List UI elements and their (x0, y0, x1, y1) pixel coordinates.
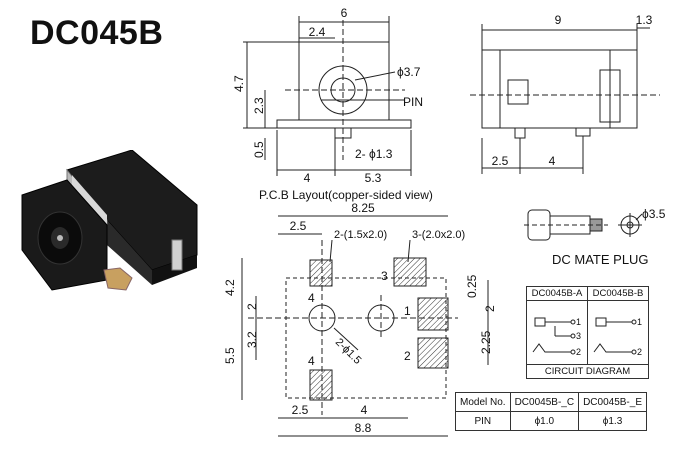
pcb-left-55: 5.5 (223, 347, 237, 364)
circuit-header-b: DC0045B-B (587, 286, 649, 301)
pcb-left-2: 2 (245, 303, 259, 310)
circuit-cell-a: 1 3 2 (526, 300, 588, 365)
pcb-right-225: 2.25 (479, 330, 493, 354)
circuit-diagram: DC0045B-A DC0045B-B 1 3 2 1 (526, 286, 649, 379)
mate-plug-label: DC MATE PLUG (552, 252, 649, 267)
dim-bottom: 0.5 (252, 141, 266, 158)
dim-height: 4.7 (232, 75, 246, 92)
circuit-cell-b: 1 2 (587, 300, 649, 365)
pcb-total-bottom: 8.8 (355, 421, 372, 435)
side-length: 9 (555, 13, 562, 27)
pad-number-2: 2 (404, 349, 411, 363)
pad-number-4-bottom: 4 (308, 354, 315, 368)
pcb-left-top: 2.5 (290, 219, 307, 233)
dim-dia: ϕ3.7 (397, 65, 421, 79)
pcb-right-2: 2 (483, 305, 497, 312)
circuit-header-a: DC0045B-A (526, 286, 588, 301)
circuit-b-symbol: 1 2 (593, 317, 642, 357)
pcb-pad-large: 3-(2.0x2.0) (412, 229, 465, 241)
pcb-bot-4: 4 (361, 403, 368, 417)
circuit-a-pin-3: 3 (576, 331, 581, 341)
table-cell: DC0045B-_C (509, 392, 580, 412)
table-cell: ϕ1.3 (578, 411, 647, 431)
top-view-caption: P.C.B Layout(copper-sided view) (259, 188, 433, 202)
mate-plug-drawing: ϕ3.5 DC MATE PLUG (524, 207, 666, 267)
table-row: Model No. DC0045B-_C DC0045B-_E (455, 392, 647, 412)
pcb-pad-small: 2-(1.5x2.0) (334, 229, 387, 241)
pcb-left-42: 4.2 (223, 279, 237, 296)
top-view-drawing: 6 2.4 4.7 2.3 0.5 4 5.3 2- ϕ1.3 ϕ3.7 PIN… (232, 6, 433, 202)
table-cell: Model No. (455, 392, 511, 412)
table-cell: ϕ1.0 (509, 411, 580, 431)
circuit-b-pin-1: 1 (637, 317, 642, 327)
side-b: 4 (549, 154, 556, 168)
side-overhang: 1.3 (636, 13, 653, 27)
dim-left: 4 (304, 171, 311, 185)
circuit-caption: CIRCUIT DIAGRAM (526, 364, 649, 379)
circuit-b-pin-2: 2 (637, 347, 642, 357)
pcb-layout-drawing: 8.25 2.5 2-(1.5x2.0) 3-(2.0x2.0) 4.2 2 3… (223, 201, 497, 437)
circuit-a-pin-1: 1 (576, 317, 581, 327)
dim-right: 5.3 (365, 171, 382, 185)
pcb-bot-25: 2.5 (292, 403, 309, 417)
dim-offset: 2.4 (309, 25, 326, 39)
mate-plug-dia: ϕ3.5 (642, 207, 666, 221)
circuit-a-pin-2: 2 (576, 347, 581, 357)
pad-number-1: 1 (404, 304, 411, 318)
connector-photo (21, 150, 198, 291)
circuit-a-symbol: 1 3 2 (532, 317, 581, 357)
dim-width: 6 (341, 6, 348, 20)
pcb-total-top: 8.25 (351, 201, 375, 215)
table-cell: DC0045B-_E (578, 392, 647, 412)
dim-hole: 2- ϕ1.3 (355, 147, 393, 161)
table-cell: PIN (455, 411, 511, 431)
pad-number-4-top: 4 (308, 291, 315, 305)
pcb-right-025: 0.25 (465, 274, 479, 298)
model-table: Model No. DC0045B-_C DC0045B-_E PIN ϕ1.0… (455, 392, 647, 431)
side-view-drawing: 9 1.3 2.5 4 (470, 13, 660, 174)
side-a: 2.5 (492, 154, 509, 168)
pcb-left-32: 3.2 (245, 331, 259, 348)
product-title: DC045B (30, 14, 164, 52)
dim-center: 2.3 (252, 97, 266, 114)
table-row: PIN ϕ1.0 ϕ1.3 (455, 411, 647, 431)
pad-number-3: 3 (381, 269, 388, 283)
pin-label: PIN (403, 95, 423, 109)
